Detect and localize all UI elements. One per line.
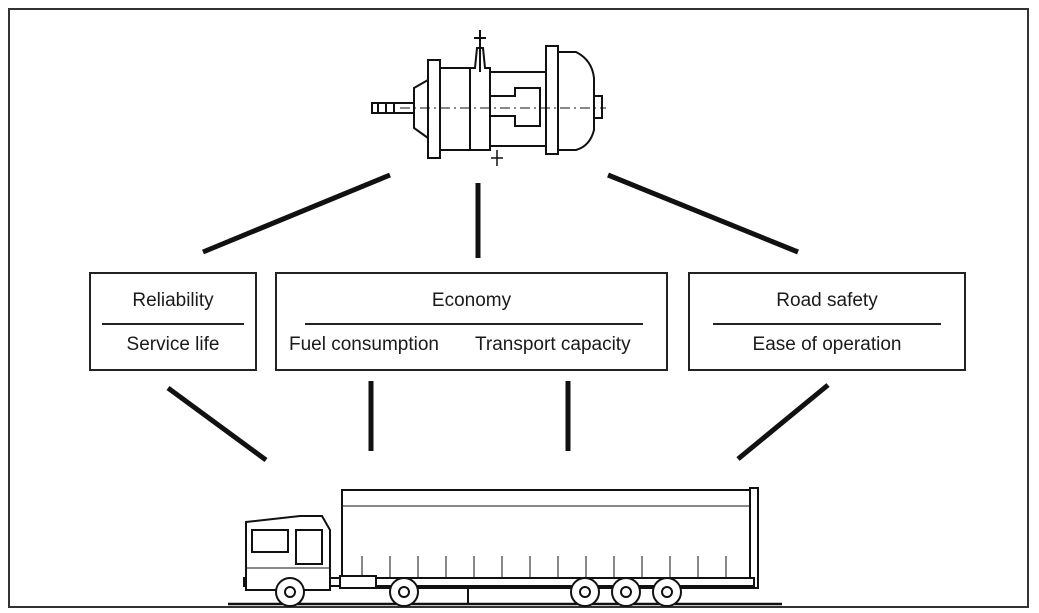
fuel-consumption-label: Fuel consumption — [289, 334, 439, 355]
reliability-divider — [102, 323, 244, 325]
transmission-icon — [371, 30, 606, 166]
connectors-top — [202, 172, 799, 258]
connectors-bottom — [166, 381, 830, 463]
connector-transmission-road-safety — [607, 172, 799, 255]
economy-label: Economy — [431, 290, 512, 311]
road-safety-box: Road safety Ease of operation — [688, 272, 966, 371]
service-life-label: Service life — [126, 334, 220, 355]
road-safety-divider — [713, 323, 941, 325]
transport-capacity-label: Transport capacity — [475, 334, 631, 355]
connector-road-safety-truck — [736, 383, 830, 461]
reliability-box: Reliability Service life — [89, 272, 257, 371]
truck-icon — [228, 487, 782, 607]
economy-box: Economy Fuel consumption Transport capac… — [275, 272, 668, 371]
reliability-label: Reliability — [132, 290, 214, 311]
road-safety-label: Road safety — [776, 290, 878, 311]
connector-reliability-truck — [166, 385, 268, 463]
ease-of-operation-label: Ease of operation — [752, 334, 902, 355]
connector-transmission-reliability — [202, 172, 391, 255]
economy-divider — [305, 323, 643, 325]
